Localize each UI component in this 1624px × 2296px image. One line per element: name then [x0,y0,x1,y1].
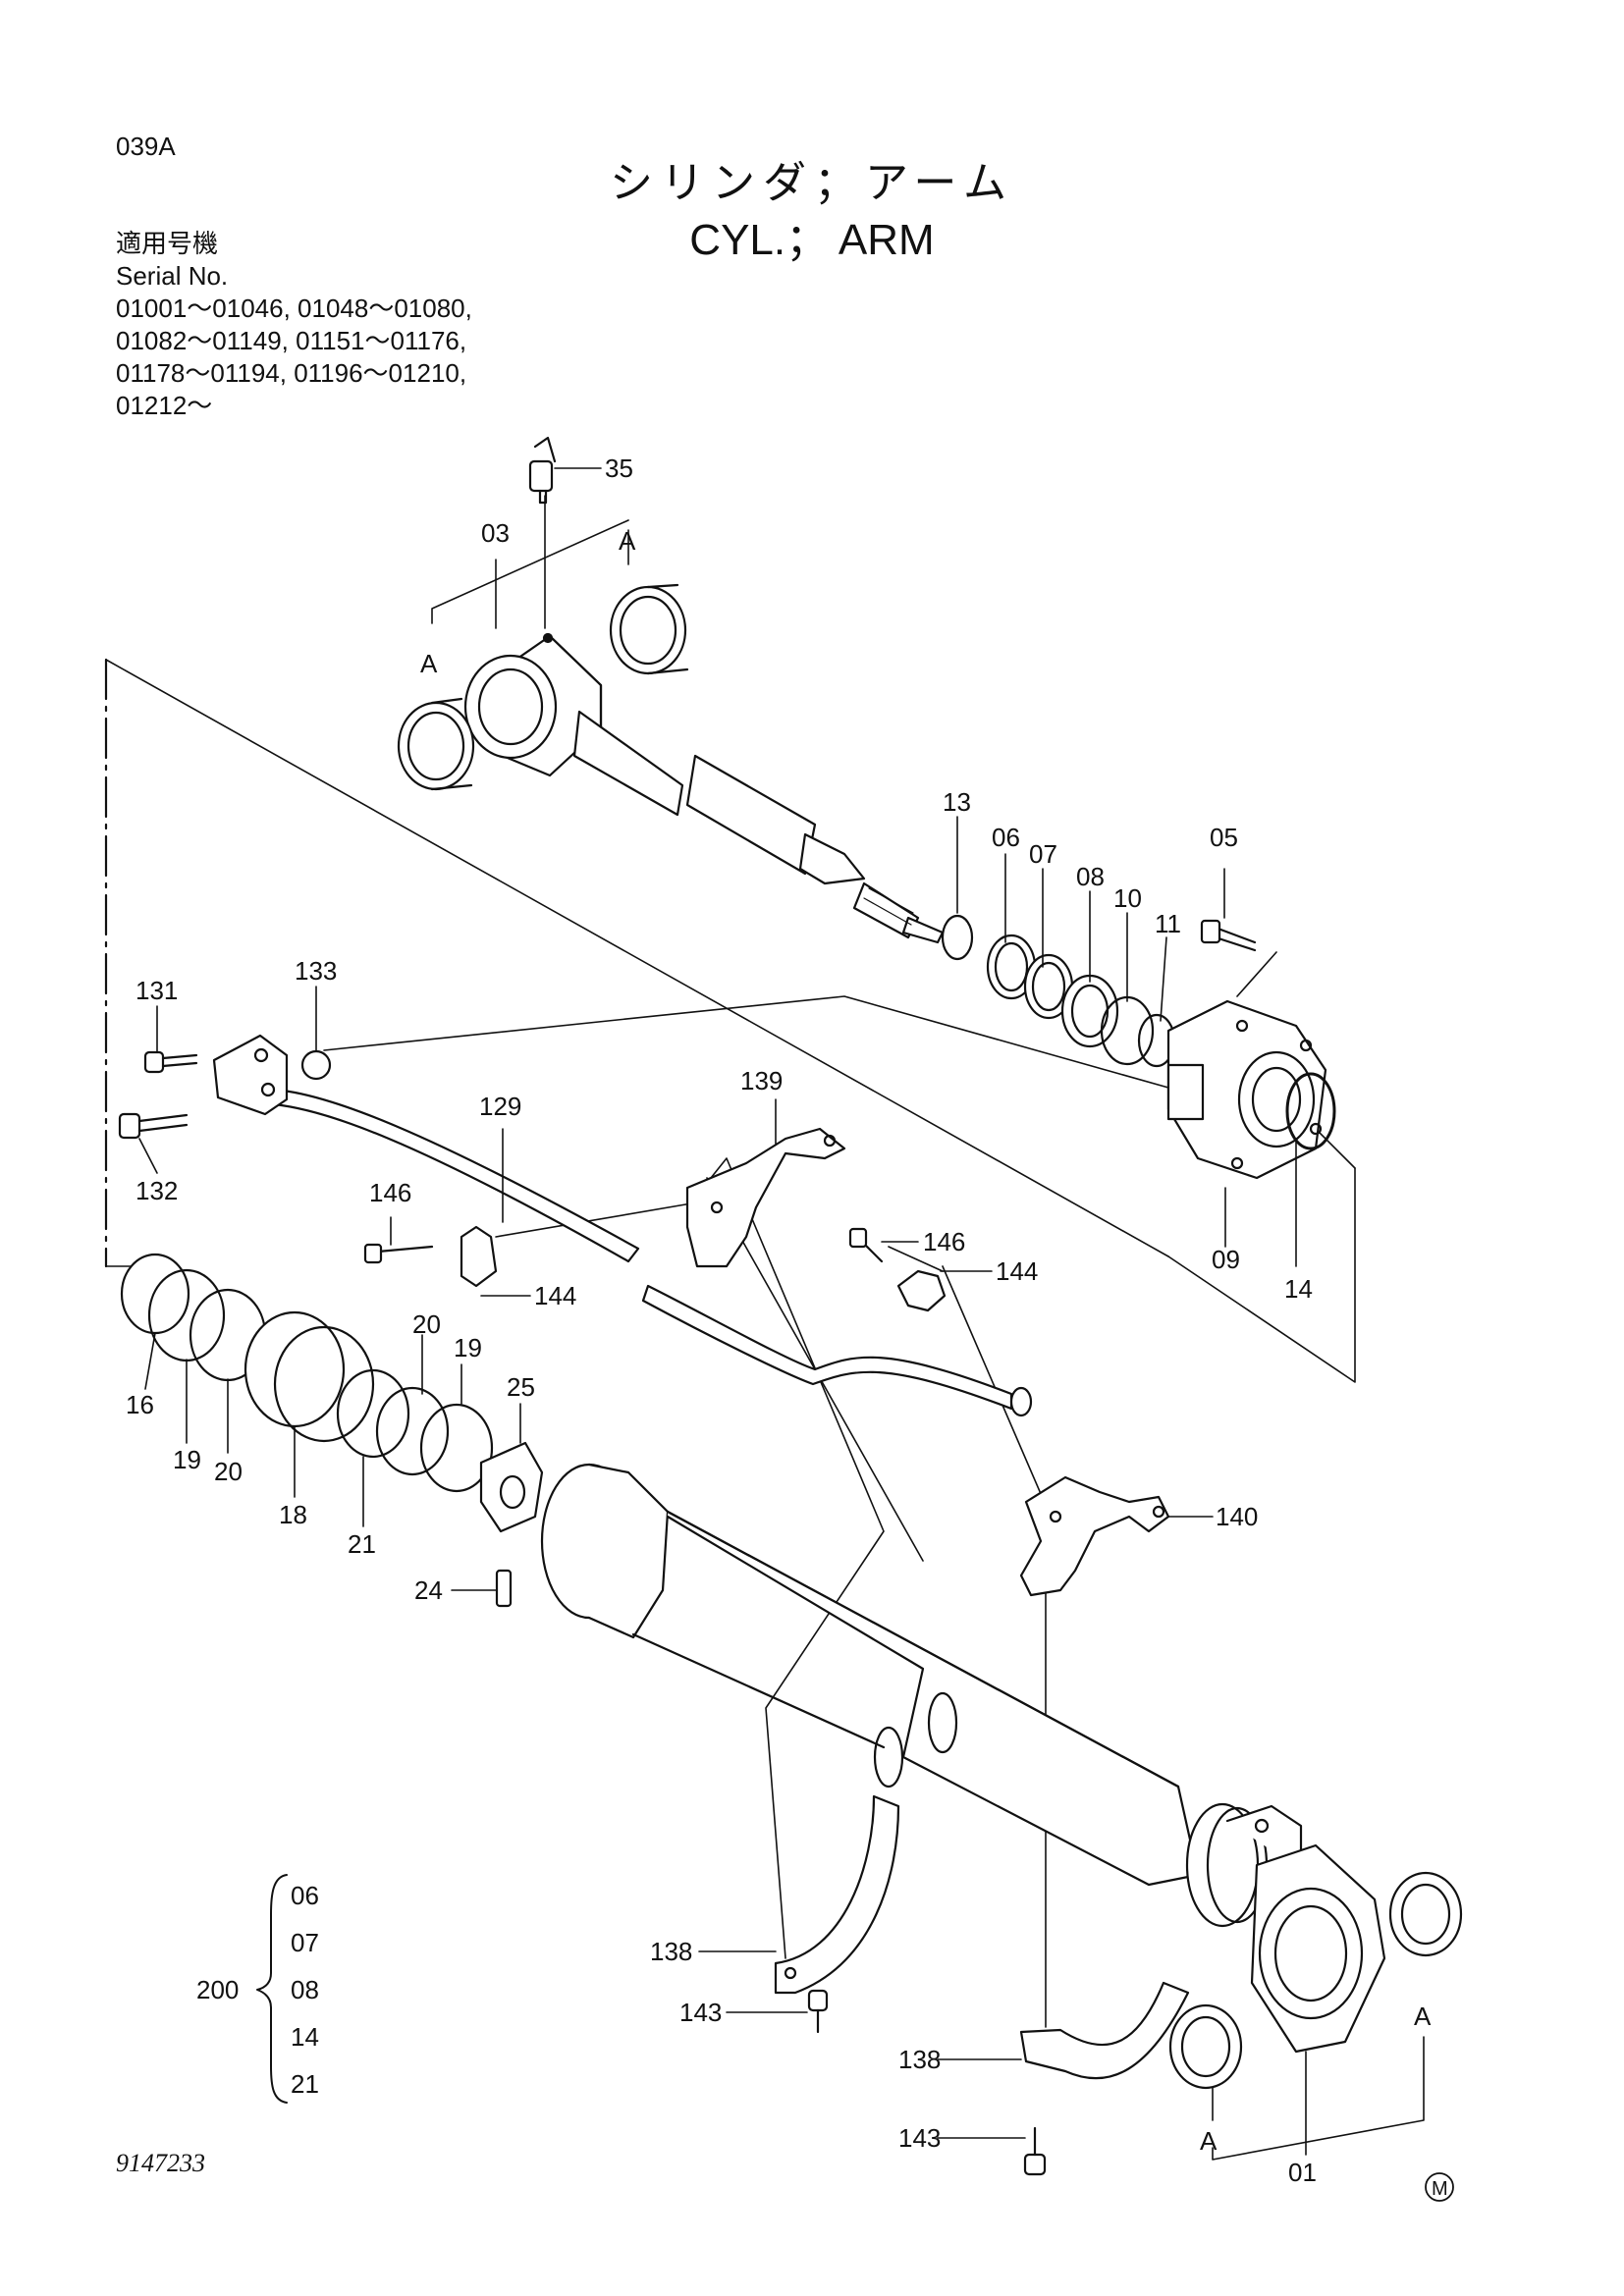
part-label-14: 14 [1284,1274,1313,1304]
part-label-09: 09 [1212,1245,1240,1274]
kit-item: 08 [291,1975,319,2004]
mark-letter: M [1432,2178,1448,2200]
kit-item: 07 [291,1928,319,1957]
part-labels: 35 03 A A 13 06 07 08 10 11 05 131 133 1… [126,454,1432,2187]
socket-bolt [1200,919,1257,952]
page-code: 039A [116,132,176,161]
part-label-a: A [1414,2002,1432,2031]
pipe [271,1088,1033,1417]
kit-brace [256,1874,288,2104]
bushing-bottom-left [1168,2003,1243,2090]
part-label-03: 03 [481,518,510,548]
part-label-10: 10 [1113,883,1142,913]
part-label-146: 146 [369,1178,411,1207]
part-label-21: 21 [348,1529,376,1559]
kit-item: 06 [291,1881,319,1910]
cylinder-tube [540,1463,1303,1928]
kit-item: 21 [291,2069,319,2099]
cylinder-base-eye [1250,1843,1386,2054]
part-label-146: 146 [923,1227,965,1256]
grease-nipple [528,436,557,505]
bushing-top-left [397,697,475,791]
part-label-11: 11 [1155,909,1181,938]
part-label-143: 143 [679,1998,722,2027]
piston-seal-rings [941,914,1176,1068]
part-label-24: 24 [414,1575,443,1605]
clamp-144-right [896,1269,947,1312]
part-label-140: 140 [1216,1502,1258,1531]
part-label-20: 20 [214,1457,243,1486]
clamp-138-left [774,1794,900,1995]
part-label-a: A [1200,2126,1218,2156]
clamp-138-right [1019,1981,1190,2080]
part-label-a: A [420,649,438,678]
title-japanese: シリンダ；アーム [609,159,1015,207]
part-label-19: 19 [173,1445,201,1474]
title-english: CYL.； ARM [689,216,935,264]
part-label-20: 20 [412,1309,441,1339]
part-label-138: 138 [898,2045,941,2074]
piston-parts-lower [120,1253,544,1608]
part-label-35: 35 [605,454,633,483]
small-bolts [363,1227,1047,2176]
serial-line: 01212～ [116,391,213,420]
part-label-129: 129 [479,1092,521,1121]
part-label-16: 16 [126,1390,154,1419]
kit-item: 14 [291,2022,319,2052]
part-label-131: 131 [135,976,178,1005]
flange-block [212,1034,332,1116]
part-label-132: 132 [135,1176,178,1205]
serial-line: 01001～01046, 01048～01080, [116,294,472,323]
part-label-07: 07 [1029,839,1057,869]
serial-block: 適用号機 Serial No. 01001～01046, 01048～01080… [116,228,472,422]
part-label-19: 19 [454,1333,482,1362]
part-label-18: 18 [279,1500,307,1529]
part-label-144: 144 [534,1281,576,1310]
part-label-08: 08 [1076,862,1105,891]
part-label-144: 144 [996,1256,1038,1286]
serial-line: 01178～01194, 01196～01210, [116,358,467,388]
clamp-144-left [460,1225,498,1288]
bushing-top-right [609,583,689,675]
label-leaders [138,467,1307,2156]
serial-line: 01082～01149, 01151～01176, [116,326,467,355]
part-label-a: A [619,526,636,556]
clamp-140 [1019,1475,1170,1597]
piston-rod [572,710,945,944]
part-label-139: 139 [740,1066,783,1095]
bolts-131-132 [118,1050,198,1140]
part-label-133: 133 [295,956,337,986]
kit-listing: 200 06 07 08 14 21 [196,1881,319,2099]
kit-number: 200 [196,1975,239,2004]
serial-label-en: Serial No. [116,261,229,291]
part-label-01: 01 [1288,2158,1317,2187]
drawing-number: 9147233 [116,2149,205,2177]
manufacturer-mark: M [1425,2172,1454,2202]
part-label-05: 05 [1210,823,1238,852]
part-label-06: 06 [992,823,1020,852]
bushing-bottom-right [1388,1871,1463,1957]
cylinder-head-flange [1166,999,1336,1180]
part-label-25: 25 [507,1372,535,1402]
clamp-139 [685,1127,846,1268]
part-label-138: 138 [650,1937,692,1966]
part-label-13: 13 [943,787,971,817]
serial-label-jp: 適用号機 [116,229,219,258]
part-label-143: 143 [898,2123,941,2153]
